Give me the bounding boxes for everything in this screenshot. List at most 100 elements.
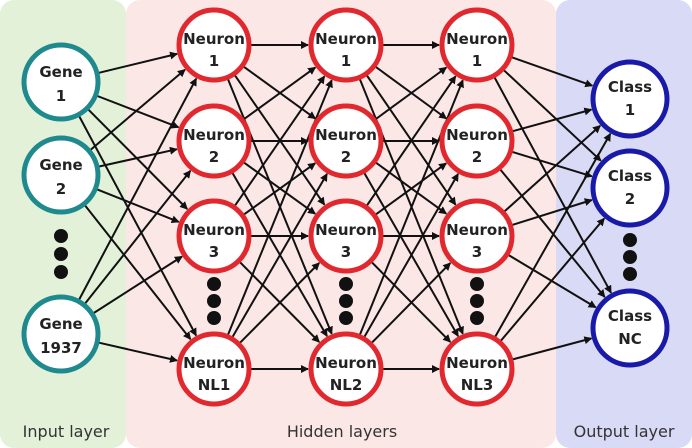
connection-arrow-0-0-3: [78, 115, 197, 337]
ellipsis-dot-2-0: [339, 277, 353, 291]
input-layer-label: Input layer: [23, 422, 110, 441]
network-nodes: Gene 1 Gene 2 Gene 1937 Neuron 1 Neuron …: [21, 7, 670, 407]
node-label-bottom: 1: [472, 52, 482, 70]
output-node-class-2: Class 2: [590, 148, 670, 228]
connection-arrow-2-2-0: [366, 75, 457, 207]
node-label-top: Neuron: [315, 354, 377, 372]
connection-arrows: [78, 41, 612, 373]
connection-arrow-3-0-0: [511, 56, 594, 88]
ellipsis-dot-4-2: [623, 267, 637, 281]
node-label-top: Neuron: [183, 354, 245, 372]
ellipsis-dot-3-1: [470, 294, 484, 308]
node-label-top: Neuron: [446, 221, 508, 239]
node-label-bottom: 1937: [40, 339, 82, 357]
hidden-layer-2-neuron-3: Neuron 3: [308, 198, 384, 274]
node-label-bottom: NL1: [198, 376, 231, 394]
node-label-top: Neuron: [315, 126, 377, 144]
node-label-bottom: NL3: [461, 376, 494, 394]
node-label-bottom: 3: [209, 243, 219, 261]
connection-arrow-0-0-2: [87, 108, 188, 210]
node-label-bottom: 1: [209, 52, 219, 70]
hidden-layer-3-neuron-nl3: Neuron NL3: [439, 331, 515, 407]
connection-arrow-1-1-0: [243, 66, 317, 121]
connection-arrow-0-0-0: [98, 51, 179, 74]
output-node-class-nc: Class NC: [590, 288, 670, 368]
node-label-top: Neuron: [315, 221, 377, 239]
node-label-bottom: 2: [56, 180, 66, 198]
connection-arrow-1-2-1: [243, 162, 317, 216]
node-label-bottom: 1: [341, 52, 351, 70]
ellipsis-dot-1-1: [207, 294, 221, 308]
ellipsis-dot-4-0: [623, 233, 637, 247]
connection-arrow-3-2-0: [503, 124, 601, 213]
input-node-gene-2: Gene 2: [21, 135, 101, 215]
output-node-class-1: Class 1: [590, 59, 670, 139]
node-label-top: Neuron: [183, 221, 245, 239]
node-label-top: Gene: [39, 156, 82, 174]
connection-arrow-0-1-0: [90, 68, 186, 151]
connection-arrow-0-2-1: [84, 170, 192, 305]
hidden-layer-1-neuron-nl1: Neuron NL1: [176, 331, 252, 407]
node-label-bottom: 1: [625, 101, 635, 119]
connection-arrow-0-1-3: [84, 204, 192, 340]
connection-arrow-3-0-2: [493, 77, 612, 294]
hidden-layer-2-neuron-1: Neuron 1: [308, 7, 384, 83]
hidden-layers-label: Hidden layers: [287, 422, 397, 441]
connection-arrow-0-2-0: [78, 77, 198, 300]
connection-arrow-2-2-1: [375, 162, 448, 216]
connection-arrow-3-1-0: [512, 107, 593, 133]
node-label-top: Gene: [39, 315, 82, 333]
node-label-bottom: 3: [341, 243, 351, 261]
node-label-bottom: 2: [625, 190, 635, 208]
connection-arrow-3-3-2: [512, 336, 593, 361]
connection-arrow-0-1-2: [96, 188, 180, 224]
node-label-top: Neuron: [446, 30, 508, 48]
ellipsis-dot-1-0: [207, 277, 221, 291]
node-label-bottom: NL2: [330, 376, 363, 394]
connection-arrow-3-1-1: [512, 150, 593, 179]
node-label-bottom: 2: [341, 148, 351, 166]
connection-arrow-3-3-0: [494, 132, 612, 338]
node-label-bottom: 2: [472, 148, 482, 166]
hidden-layer-1-neuron-2: Neuron 2: [176, 103, 252, 179]
hidden-layer-2-neuron-nl2: Neuron NL2: [308, 331, 384, 407]
connection-arrow-3-0-1: [503, 69, 602, 162]
connection-arrow-3-3-1: [500, 217, 605, 342]
node-label-top: Neuron: [183, 30, 245, 48]
output-layer-label: Output layer: [574, 422, 675, 441]
input-node-gene-1: Gene 1: [21, 42, 101, 122]
ellipsis-dot-0-0: [54, 229, 68, 243]
ellipsis-dot-3-2: [470, 311, 484, 325]
connection-arrow-1-2-0: [234, 75, 326, 207]
hidden-layer-3-neuron-3: Neuron 3: [439, 198, 515, 274]
node-label-top: Class: [608, 167, 652, 185]
ellipsis-dot-2-2: [339, 311, 353, 325]
hidden-layer-2-neuron-2: Neuron 2: [308, 103, 384, 179]
connection-arrow-0-0-1: [97, 95, 180, 129]
hidden-layer-3-neuron-2: Neuron 2: [439, 103, 515, 179]
node-label-top: Neuron: [315, 30, 377, 48]
connection-arrow-0-2-2: [93, 255, 183, 314]
connection-arrow-0-2-3: [98, 341, 178, 363]
ellipsis-dot-0-2: [54, 265, 68, 279]
node-label-top: Class: [608, 78, 652, 96]
input-node-gene-1937: Gene 1937: [21, 294, 101, 374]
connection-arrow-2-1-0: [375, 66, 448, 120]
hidden-layer-1-neuron-1: Neuron 1: [176, 7, 252, 83]
node-label-bottom: 2: [209, 148, 219, 166]
ellipsis-dots: [54, 229, 637, 325]
ellipsis-dot-1-2: [207, 311, 221, 325]
node-label-top: Neuron: [446, 354, 508, 372]
connection-arrow-2-3-1: [363, 173, 459, 338]
node-label-top: Gene: [39, 63, 82, 81]
node-label-bottom: 3: [472, 243, 482, 261]
connection-arrow-3-2-1: [512, 198, 593, 226]
node-label-top: Class: [608, 307, 652, 325]
node-label-bottom: 1: [56, 87, 66, 105]
ellipsis-dot-2-1: [339, 294, 353, 308]
ellipsis-dot-3-0: [470, 277, 484, 291]
hidden-layer-1-neuron-3: Neuron 3: [176, 198, 252, 274]
connection-arrow-0-1-1: [98, 146, 178, 168]
connection-arrow-1-3-1: [231, 173, 328, 338]
